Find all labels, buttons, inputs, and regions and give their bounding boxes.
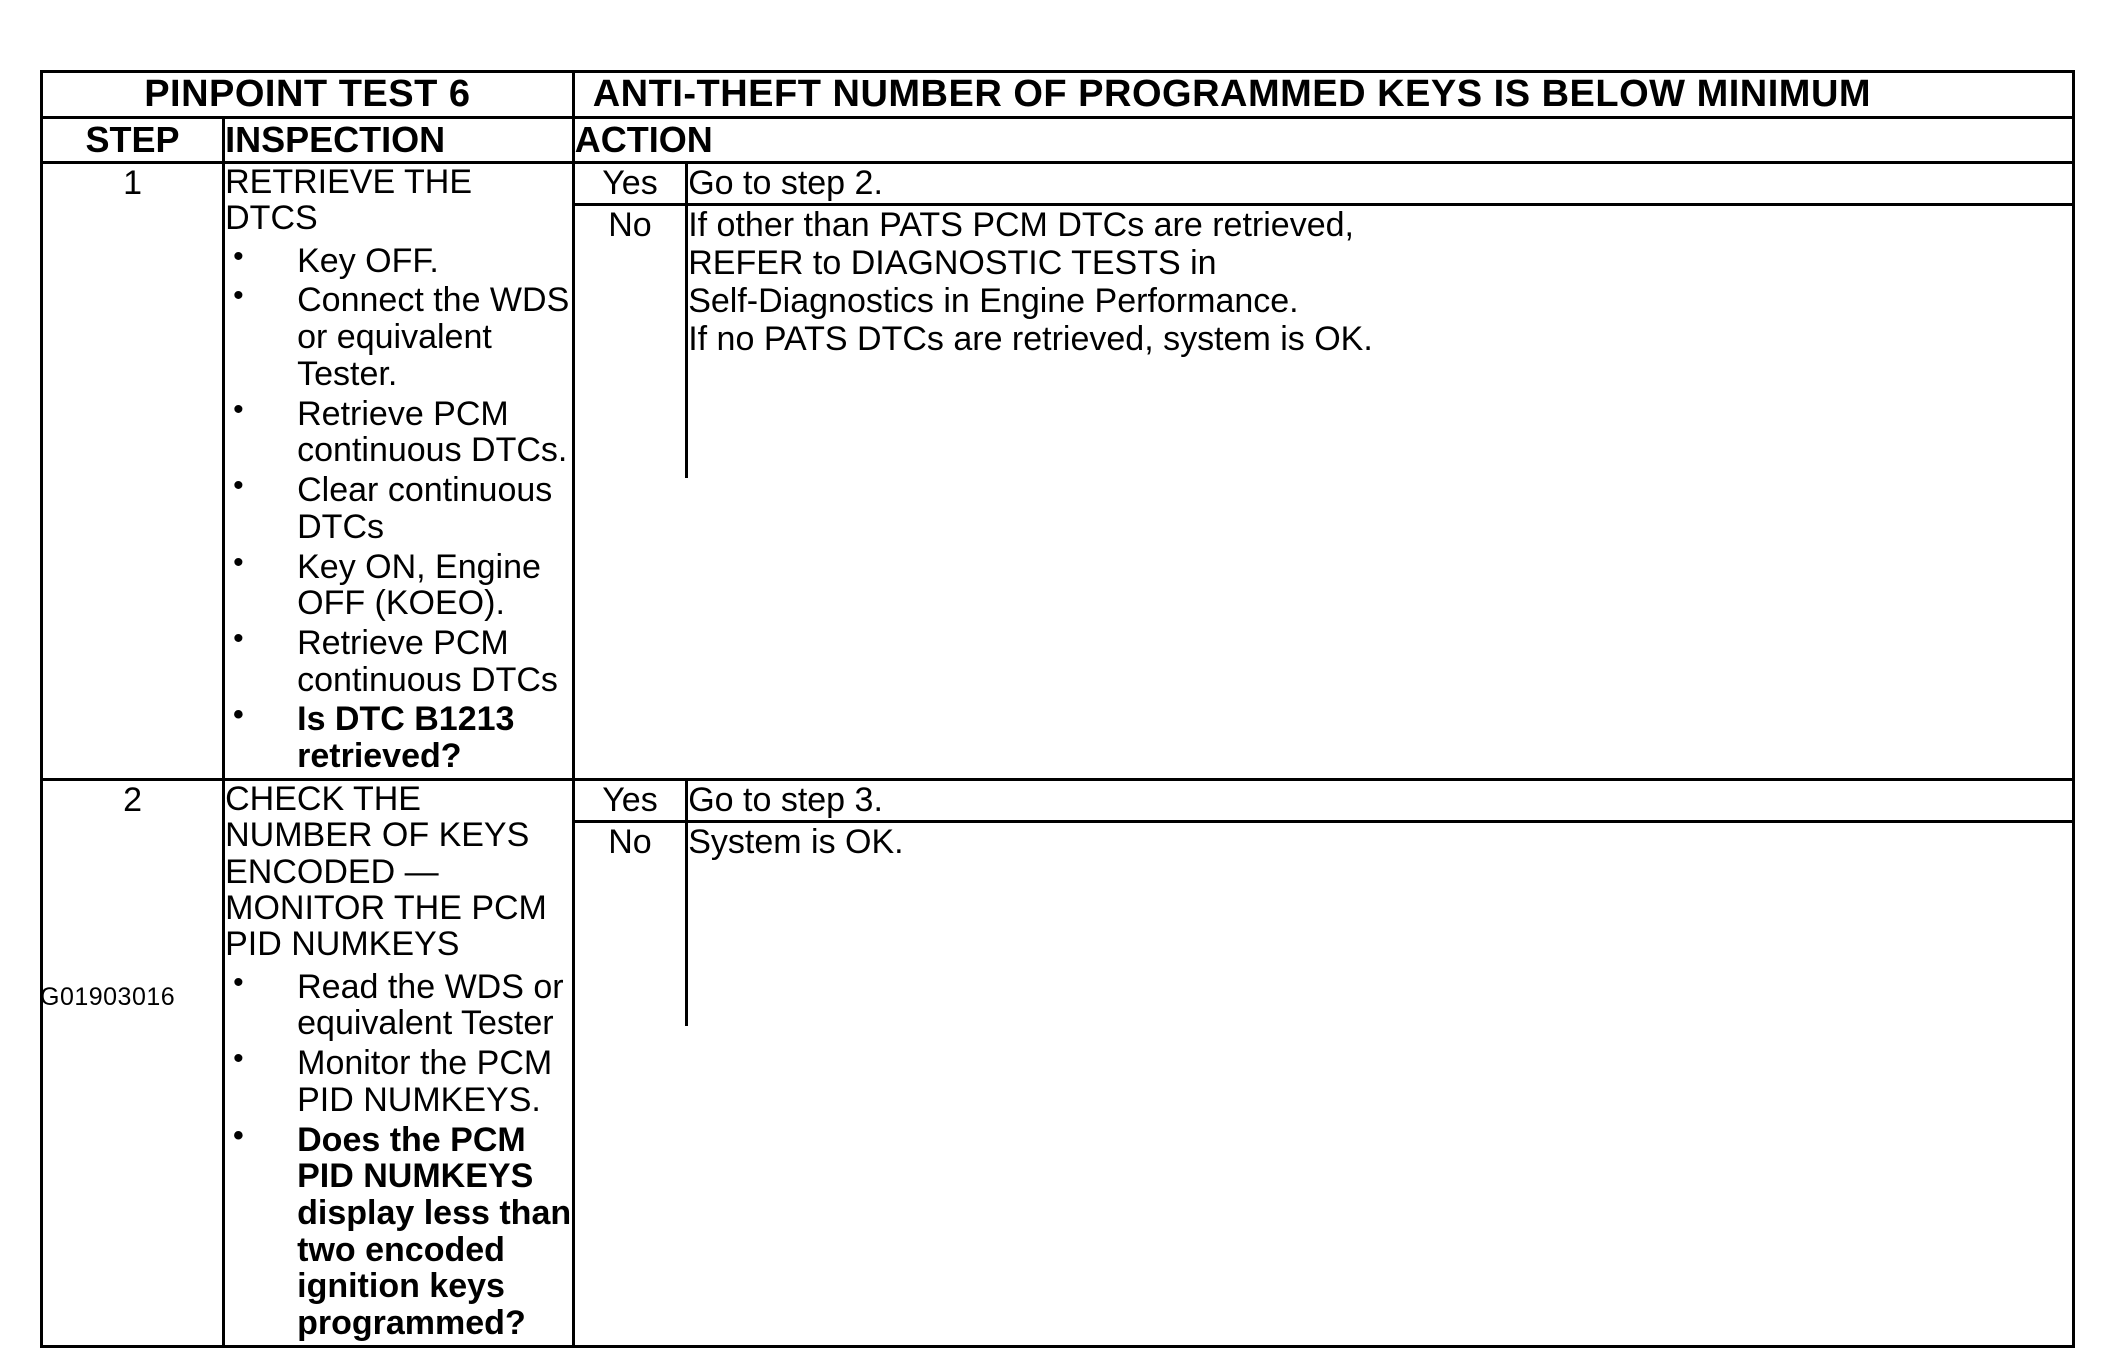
action-paragraph: System is OK. xyxy=(688,822,904,861)
action-group: Yes Go to step 3. No System is OK. xyxy=(571,777,2076,1348)
column-header-action: ACTION xyxy=(571,116,2076,164)
action-row-yes: Yes Go to step 3. xyxy=(574,780,2072,823)
answer-label-no: No xyxy=(574,204,689,479)
test-title: ANTI-THEFT NUMBER OF PROGRAMMED KEYS IS … xyxy=(571,70,2076,119)
action-text-yes: Go to step 3. xyxy=(686,780,2072,823)
inspection-bullet-list: Read the WDS or equivalent Tester Monito… xyxy=(225,967,572,1342)
cell-spacer xyxy=(688,861,2072,1026)
cell-spacer xyxy=(688,358,2072,478)
list-item: Retrieve PCM continuous DTCs. xyxy=(225,394,572,469)
inspection-content: RETRIEVE THE DTCS Key OFF. Connect the W… xyxy=(222,161,575,781)
list-item: Key ON, Engine OFF (KOEO). xyxy=(225,546,572,622)
action-paragraph: If other than PATS PCM DTCs are retrieve… xyxy=(688,206,1373,359)
inspection-title: RETRIEVE THE DTCS xyxy=(225,163,472,238)
answer-label-yes: Yes xyxy=(574,164,689,206)
inspection-bullet-list: Key OFF. Connect the WDS or equivalent T… xyxy=(225,241,572,775)
list-item-question: Is DTC B1213 retrieved? xyxy=(225,699,572,774)
step-number: 2 xyxy=(39,777,226,1348)
list-item-question: Does the PCM PID NUMKEYS display less th… xyxy=(225,1120,572,1342)
column-header-inspection: INSPECTION xyxy=(222,116,575,164)
list-item: Connect the WDS or equivalent Tester. xyxy=(225,280,572,392)
action-text-yes: Go to step 2. xyxy=(686,164,2072,206)
inspection-title: CHECK THE NUMBER OF KEYS ENCODED — MONIT… xyxy=(225,779,547,964)
table-row: 2 CHECK THE NUMBER OF KEYS ENCODED — MON… xyxy=(39,777,2076,1348)
list-item: Clear continuous DTCs xyxy=(225,470,572,545)
action-table: Yes Go to step 3. No System is OK. xyxy=(574,780,2072,1026)
pinpoint-test-page: PINPOINT TEST 6 ANTI-THEFT NUMBER OF PRO… xyxy=(0,0,2116,1100)
column-header-step: STEP xyxy=(39,116,226,164)
action-paragraph: Go to step 3. xyxy=(688,780,883,819)
answer-label-no: No xyxy=(574,821,689,1026)
answer-label-yes: Yes xyxy=(574,780,689,823)
action-row-no: No If other than PATS PCM DTCs are retri… xyxy=(574,204,2072,479)
action-text-no: If other than PATS PCM DTCs are retrieve… xyxy=(687,205,2072,479)
step-number: 1 xyxy=(39,161,226,781)
pinpoint-test-table: PINPOINT TEST 6 ANTI-THEFT NUMBER OF PRO… xyxy=(39,70,2076,1348)
title-row: PINPOINT TEST 6 ANTI-THEFT NUMBER OF PRO… xyxy=(40,70,2076,119)
action-row-no: No System is OK. xyxy=(574,821,2072,1026)
action-row-yes: Yes Go to step 2. xyxy=(574,164,2072,206)
column-header-row: STEP INSPECTION ACTION xyxy=(39,116,2076,164)
action-text-no: System is OK. xyxy=(687,821,2072,1026)
inspection-content: CHECK THE NUMBER OF KEYS ENCODED — MONIT… xyxy=(222,777,575,1348)
figure-id-label: G01903016 xyxy=(40,983,176,1011)
action-paragraph: Go to step 2. xyxy=(688,164,883,202)
table-row: 1 RETRIEVE THE DTCS Key OFF. Connect the… xyxy=(39,161,2076,781)
action-group: Yes Go to step 2. No If other than PATS … xyxy=(571,161,2076,781)
list-item: Monitor the PCM PID NUMKEYS. xyxy=(225,1043,572,1118)
list-item: Read the WDS or equivalent Tester xyxy=(225,967,572,1042)
action-table: Yes Go to step 2. No If other than PATS … xyxy=(574,164,2072,479)
list-item: Retrieve PCM continuous DTCs xyxy=(225,623,572,698)
test-label: PINPOINT TEST 6 xyxy=(40,70,575,119)
list-item: Key OFF. xyxy=(225,241,572,280)
